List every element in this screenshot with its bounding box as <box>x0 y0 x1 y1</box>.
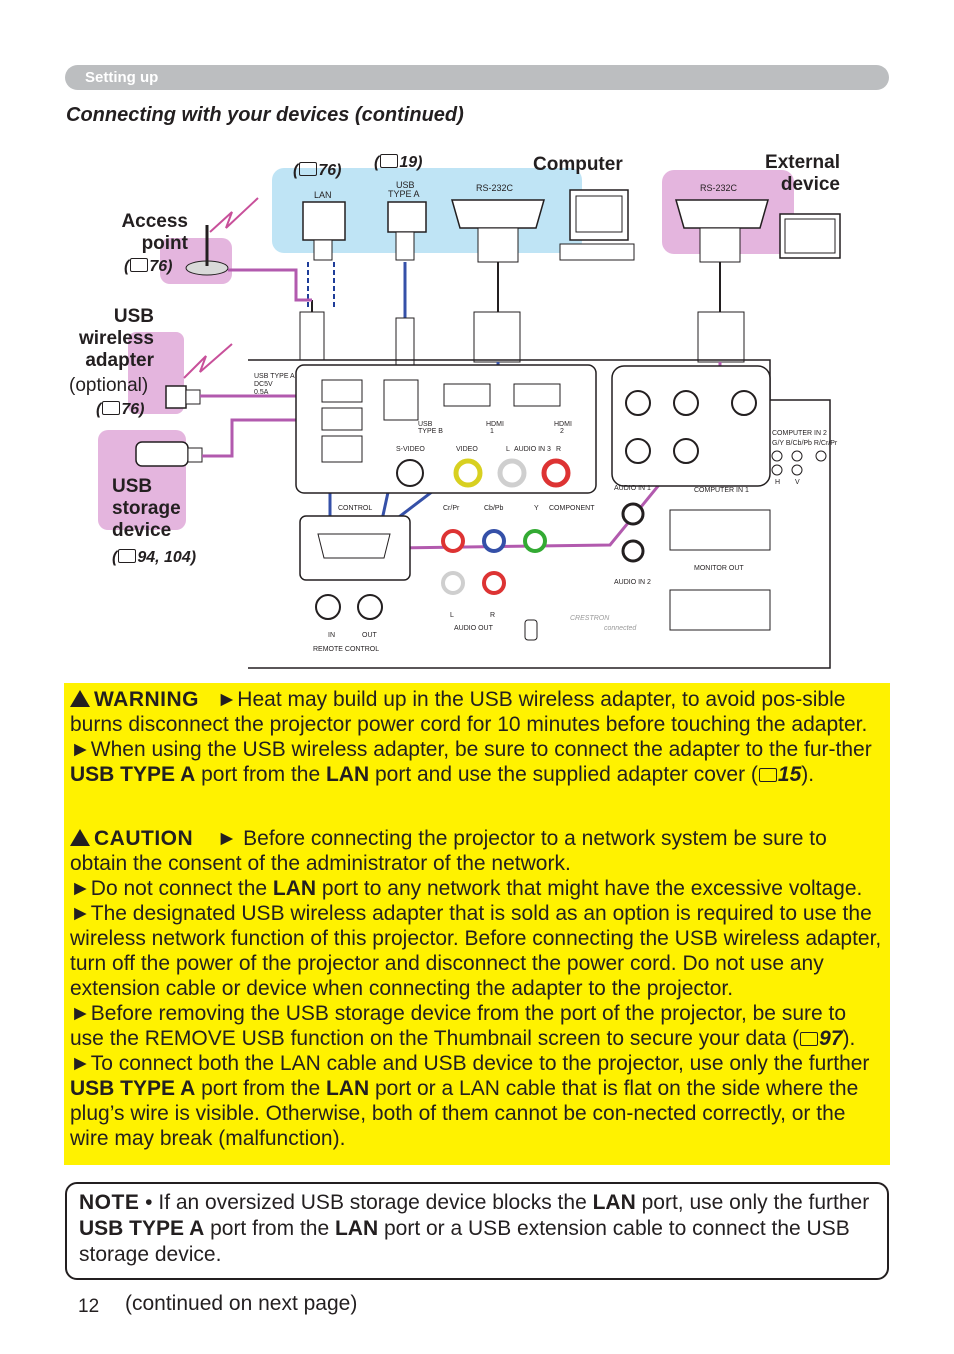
usb-port-icon <box>387 201 427 233</box>
panel-label: Y <box>534 505 539 512</box>
panel-label: COMPUTER IN 2 <box>772 430 827 437</box>
svideo-port-icon <box>396 459 424 487</box>
panel-label: 1 <box>490 428 494 435</box>
usb-type-a-port-icon <box>321 407 363 431</box>
usb-type-a-port-icon <box>321 379 363 403</box>
note-box: NOTE • If an oversized USB storage devic… <box>65 1182 889 1280</box>
monitor-out-port-icon <box>669 589 771 631</box>
usb-storage-icon <box>135 441 189 467</box>
panel-label: G/Y B/Cb/Pb R/Cr/Pr <box>772 440 838 447</box>
book-icon <box>380 154 399 168</box>
lan-port-icon <box>302 201 346 241</box>
panel-label: USB <box>418 421 433 428</box>
panel-label: Cr/Pr <box>443 505 460 512</box>
panel-label: R <box>490 612 495 619</box>
warning-section: WARNING ►Heat may build up in the USB wi… <box>70 688 872 786</box>
panel-label: MONITOR OUT <box>694 565 744 572</box>
panel-label: L <box>506 446 510 453</box>
port-label: TYPE A <box>388 189 420 199</box>
panel-label: CONTROL <box>338 505 372 512</box>
page-number: 12 <box>78 1296 100 1317</box>
panel-label: CRESTRON <box>570 615 610 622</box>
lan-jack-icon <box>321 435 363 463</box>
page-title: Connecting with your devices (continued) <box>66 104 464 126</box>
book-icon <box>118 549 137 563</box>
panel-label: AUDIO IN 3 <box>514 446 551 453</box>
panel-label: AUDIO IN 2 <box>614 579 651 586</box>
port-label: USB <box>396 180 415 190</box>
hdmi-port-icon <box>443 383 491 407</box>
panel-label: connected <box>604 625 637 632</box>
ref-storage: (94, 104) <box>112 549 197 566</box>
warning-caution-box: WARNING ►Heat may build up in the USB wi… <box>64 683 890 1165</box>
port-label: RS-232C <box>476 183 514 193</box>
port-label: LAN <box>314 190 332 200</box>
panel-label: HDMI <box>486 421 504 428</box>
panel-label: L <box>450 612 454 619</box>
video-port-icon <box>453 458 483 488</box>
rs232c-port-icon <box>675 199 769 229</box>
usb-type-b-port-icon <box>383 379 419 421</box>
panel-label: R <box>556 446 561 453</box>
ref-wireless: (76) <box>96 401 145 418</box>
caution-tag: CAUTION <box>94 827 194 850</box>
panel-label: OUT <box>362 632 378 639</box>
signal-icon <box>209 197 259 233</box>
label-computer: Computer <box>533 154 623 175</box>
section-label: Setting up <box>85 69 159 86</box>
rs232c-port-icon <box>451 199 545 229</box>
panel-label: REMOTE CONTROL <box>313 646 379 653</box>
book-icon <box>102 401 121 415</box>
ref-lan: (76) <box>293 162 342 179</box>
panel-label: TYPE B <box>418 428 443 435</box>
panel-label: IN <box>328 632 335 639</box>
ref-access: (76) <box>124 258 173 275</box>
label-optional: (optional) <box>69 375 149 396</box>
book-icon <box>130 258 149 272</box>
panel-label: DC5V <box>254 381 273 388</box>
book-icon <box>800 1032 819 1046</box>
panel-label: HDMI <box>554 421 572 428</box>
note-tag: NOTE <box>79 1191 140 1214</box>
panel-label: V <box>795 479 800 486</box>
caution-icon <box>70 829 90 846</box>
panel-label: USB TYPE A <box>254 373 295 380</box>
usb-wireless-adapter-icon <box>165 385 187 409</box>
warning-icon <box>70 690 90 707</box>
panel-label: H <box>775 479 780 486</box>
panel-label: AUDIO OUT <box>454 625 494 632</box>
panel-label: 2 <box>560 428 564 435</box>
book-icon <box>758 768 777 782</box>
signal-icon <box>183 343 233 379</box>
panel-label: S-VIDEO <box>396 446 425 453</box>
panel-label: COMPONENT <box>549 505 595 512</box>
panel-label: COMPUTER IN 1 <box>694 487 749 494</box>
computer-in1-port-icon <box>669 509 771 551</box>
control-port-icon <box>317 533 391 559</box>
projector-panel <box>248 359 831 669</box>
connection-diagram: USB TYPE A DC5V 0.5A USB TYPE B HDMI 1 H… <box>98 168 841 669</box>
book-icon <box>299 162 318 176</box>
continued-note: (continued on next page) <box>125 1292 358 1315</box>
section-bar: Setting up <box>65 65 889 90</box>
warning-tag: WARNING <box>94 688 199 711</box>
ref-usb: (19) <box>374 154 423 171</box>
panel-label: VIDEO <box>456 446 478 453</box>
caution-section: CAUTION ► Before connecting the projecto… <box>70 827 882 1150</box>
panel-label: 0.5A <box>254 389 269 396</box>
port-label: RS-232C <box>700 183 738 193</box>
panel-label: AUDIO IN 1 <box>614 485 651 492</box>
hdmi-port-icon <box>513 383 561 407</box>
panel-label: Cb/Pb <box>484 505 504 512</box>
